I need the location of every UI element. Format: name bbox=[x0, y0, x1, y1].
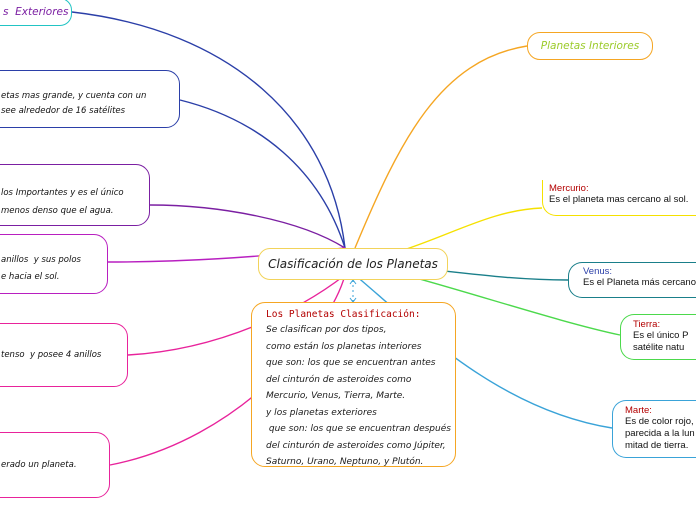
marte-line: Es de color rojo, bbox=[625, 416, 694, 427]
node-mercurio[interactable]: Mercurio: Es el planeta mas cercano al s… bbox=[542, 180, 696, 216]
connector-interiores bbox=[354, 45, 528, 249]
central-topic[interactable]: Clasificación de los Planetas bbox=[258, 248, 448, 280]
pluton-line: erado un planeta. bbox=[1, 460, 77, 470]
node-planetas-interiores[interactable]: Planetas Interiores bbox=[527, 32, 653, 60]
arrow-up-icon bbox=[349, 279, 357, 285]
description-line: que son: los que se encuentran después bbox=[266, 424, 451, 434]
node-venus[interactable]: Venus: Es el Planeta más cercano bbox=[568, 262, 696, 298]
tierra-line: Es el único P bbox=[633, 330, 689, 341]
connector-marte bbox=[354, 274, 613, 429]
neptuno-line: tenso y posee 4 anillos bbox=[1, 350, 102, 360]
saturno-line: los Importantes y es el único bbox=[1, 188, 124, 198]
exteriores-label: s Exteriores bbox=[3, 6, 69, 18]
description-line: del cinturón de asteroides como Júpiter, bbox=[266, 440, 446, 451]
connector-exteriores bbox=[71, 11, 346, 249]
connector-jupiter bbox=[179, 99, 346, 249]
mercurio-text: Es el planeta mas cercano al sol. bbox=[549, 194, 689, 205]
node-planetas-exteriores[interactable]: s Exteriores bbox=[0, 0, 72, 26]
connector-saturno bbox=[149, 204, 346, 249]
node-neptuno[interactable]: tenso y posee 4 anillos bbox=[0, 323, 128, 387]
marte-line: mitad de tierra. bbox=[625, 440, 689, 451]
jupiter-line: etas mas grande, y cuenta con un bbox=[1, 91, 147, 101]
venus-text: Es el Planeta más cercano bbox=[583, 277, 696, 288]
marte-label: Marte: bbox=[625, 405, 652, 416]
venus-label: Venus: bbox=[583, 266, 613, 277]
central-title: Clasificación de los Planetas bbox=[268, 257, 438, 271]
node-urano[interactable]: anillos y sus polos e hacia el sol. bbox=[0, 234, 108, 294]
node-pluton[interactable]: erado un planeta. bbox=[0, 432, 110, 498]
description-line: Mercurio, Venus, Tierra, Marte. bbox=[266, 391, 406, 401]
node-jupiter[interactable]: etas mas grande, y cuenta con un see alr… bbox=[0, 70, 180, 128]
interiores-label: Planetas Interiores bbox=[540, 40, 640, 52]
marte-line: parecida a la lun bbox=[625, 428, 695, 439]
description-heading: Los Planetas Clasificación: bbox=[266, 309, 421, 320]
node-marte[interactable]: Marte: Es de color rojo, parecida a la l… bbox=[612, 400, 696, 458]
urano-line: e hacia el sol. bbox=[1, 272, 60, 282]
description-line: y los planetas exteriores bbox=[266, 407, 377, 418]
node-tierra[interactable]: Tierra: Es el único P satélite natu bbox=[620, 314, 696, 360]
description-line: que son: los que se encuentran antes bbox=[266, 358, 436, 368]
saturno-line: menos denso que el agua. bbox=[1, 206, 114, 216]
tierra-line: satélite natu bbox=[633, 342, 685, 353]
mercurio-label: Mercurio: bbox=[549, 183, 589, 194]
description-line: Se clasifican por dos tipos, bbox=[266, 325, 387, 335]
jupiter-line: see alrededor de 16 satélites bbox=[1, 106, 126, 116]
description-line: del cinturón de asteroides como bbox=[266, 374, 412, 385]
description-node[interactable]: Los Planetas Clasificación: Se clasifica… bbox=[251, 302, 456, 467]
urano-line: anillos y sus polos bbox=[1, 255, 81, 265]
description-line: como están los planetas interiores bbox=[266, 341, 422, 352]
tierra-label: Tierra: bbox=[633, 319, 661, 330]
node-saturno[interactable]: los Importantes y es el único menos dens… bbox=[0, 164, 150, 226]
description-line: Saturno, Urano, Neptuno, y Plutón. bbox=[266, 457, 424, 467]
